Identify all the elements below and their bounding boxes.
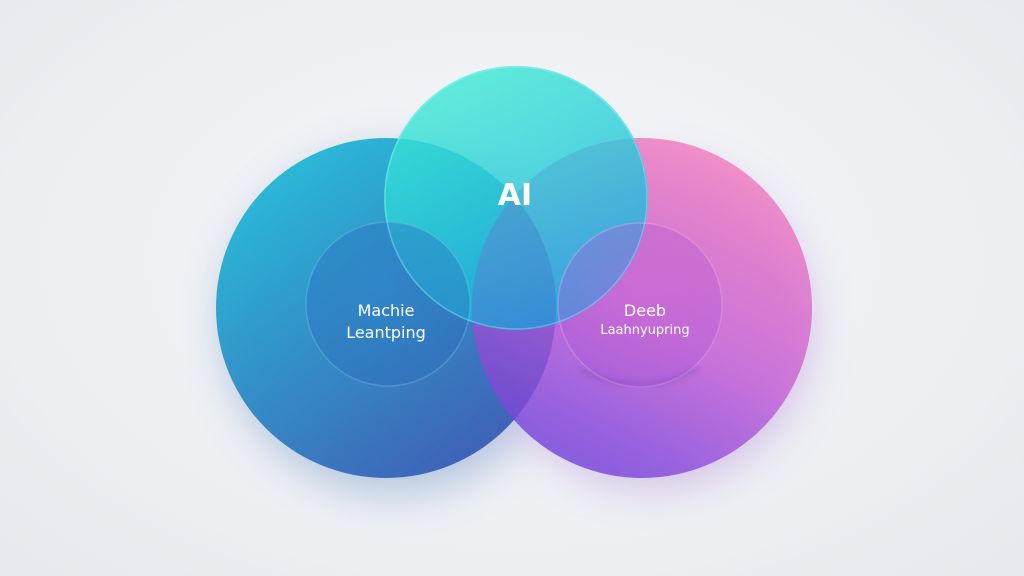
label-deep-learning-line2: Laahnyupring — [600, 323, 689, 338]
label-ai: AI — [498, 178, 532, 213]
inner-ring-machine-learning — [305, 221, 471, 387]
set-circle-ai-rim — [384, 66, 648, 330]
intersection-ml-dl — [471, 196, 557, 420]
inner-ring-deep-learning-shadow — [581, 366, 699, 387]
label-machine-learning-line1: Machie — [358, 301, 415, 320]
label-machine-learning-line2: Leantping — [346, 323, 426, 342]
inner-ring-deep-learning — [557, 222, 723, 388]
label-deep-learning-line1: Deeb — [624, 301, 666, 320]
